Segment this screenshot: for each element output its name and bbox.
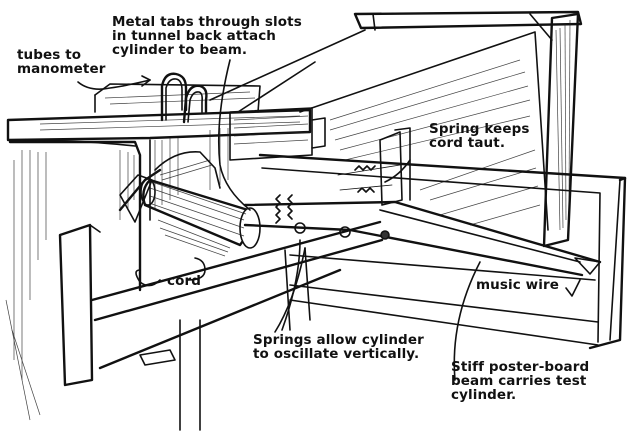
tubes-leader bbox=[77, 79, 151, 90]
label-music-wire: music wire bbox=[476, 278, 559, 292]
support-frame bbox=[258, 127, 627, 350]
label-line: manometer bbox=[17, 61, 106, 77]
beam-leader bbox=[453, 261, 481, 381]
label-line: music wire bbox=[476, 277, 559, 293]
label-stiff-beam: Stiff poster-board beam carries test cyl… bbox=[451, 360, 589, 402]
springs-leader-1 bbox=[281, 239, 301, 331]
springs-leader-2 bbox=[274, 247, 306, 333]
spring-leader bbox=[384, 159, 411, 183]
label-line: Springs allow cylinder bbox=[253, 332, 424, 348]
label-line: to oscillate vertically. bbox=[253, 346, 420, 362]
label-line: Metal tabs through slots bbox=[112, 14, 302, 30]
wire-leader bbox=[565, 279, 581, 297]
label-line: tubes to bbox=[17, 47, 82, 63]
label-line: cord bbox=[167, 273, 201, 289]
label-springs-oscillate: Springs allow cylinder to oscillate vert… bbox=[253, 333, 424, 361]
label-line: Stiff poster-board bbox=[451, 359, 590, 375]
tabs-leader-2 bbox=[237, 61, 316, 113]
front-rail bbox=[58, 220, 384, 431]
tunnel-frame bbox=[209, 10, 583, 248]
label-metal-tabs: Metal tabs through slots in tunnel back … bbox=[112, 15, 302, 57]
label-spring-keeps-cord-taut: Spring keeps cord taut. bbox=[429, 122, 529, 150]
manometer-tubes bbox=[160, 72, 208, 124]
cord-leader-right bbox=[187, 257, 206, 281]
label-cord: cord bbox=[167, 274, 201, 288]
label-line: beam carries test bbox=[451, 373, 587, 389]
label-line: Spring keeps bbox=[429, 121, 530, 137]
label-line: cord taut. bbox=[429, 135, 506, 151]
leader-lines bbox=[77, 59, 581, 381]
label-tubes-to-manometer: tubes to manometer bbox=[17, 48, 105, 76]
tunnel-wall bbox=[5, 83, 326, 421]
label-line: cylinder to beam. bbox=[112, 42, 248, 58]
test-cylinder bbox=[118, 151, 261, 257]
label-line: cylinder. bbox=[451, 387, 517, 403]
tabs-leader-1 bbox=[217, 59, 251, 211]
cord-leader-left bbox=[135, 269, 161, 287]
springs bbox=[275, 164, 401, 224]
label-line: in tunnel back attach bbox=[112, 28, 277, 44]
